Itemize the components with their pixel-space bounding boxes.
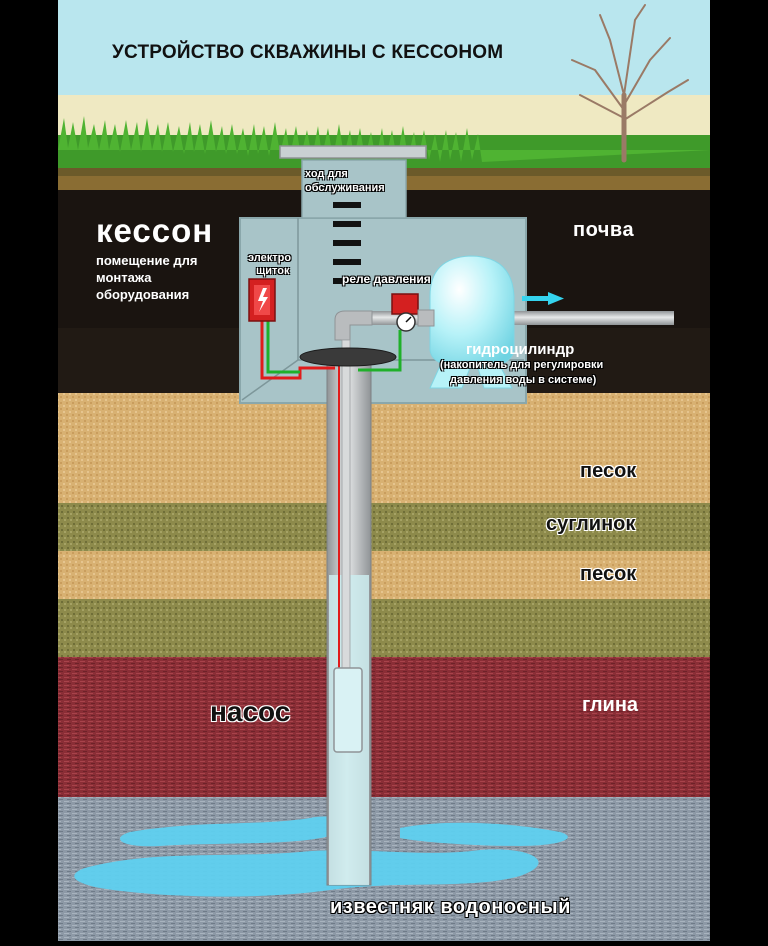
loam-layer (58, 503, 710, 551)
hatch-label-line-1: ход для (305, 168, 348, 180)
pressure-relay (391, 293, 419, 315)
lightning-icon (258, 288, 268, 312)
pump-label: насос (210, 696, 291, 727)
layer-label-aquifer: известняк водоносный (330, 896, 571, 918)
wiring (260, 320, 402, 380)
horizon (58, 95, 710, 135)
hydro-tank (417, 255, 515, 389)
pump-body (333, 667, 363, 753)
panel-label-line-2: щиток (256, 265, 290, 277)
diagram-title: УСТРОЙСТВО СКВАЖИНЫ С КЕССОНОМ (112, 42, 504, 63)
caisson-label: кессон (96, 212, 214, 249)
caisson-description-line-1: помещение для (96, 253, 198, 268)
tank-label: гидроцилиндр (466, 341, 575, 358)
caisson-description-line-2: монтажа (96, 270, 152, 285)
caisson-description-line-3: оборудования (96, 287, 190, 302)
layer-label-clay: глина (582, 694, 639, 716)
layer-label-soil: почва (573, 219, 635, 241)
electrical-panel (248, 278, 276, 322)
well-head (299, 347, 397, 367)
layer-label-sand-1: песок (580, 460, 637, 482)
ladder (333, 202, 361, 284)
sand-layer-1 (58, 393, 710, 503)
service-hatch (301, 159, 407, 219)
tree-icon (571, 4, 689, 163)
hatch-lid (279, 145, 427, 159)
arrow-right-icon (522, 292, 564, 305)
tank-note-line-2: давления воды в системе) (450, 374, 597, 386)
clay-layer (58, 657, 710, 797)
tank-note-line-1: (накопитель для регулировки (440, 359, 604, 371)
pressure-gauge-icon (396, 312, 416, 332)
layer-label-loam: суглинок (546, 513, 636, 535)
layer-label-sand-2: песок (580, 563, 637, 585)
aquifer-water (74, 816, 568, 897)
loam-layer-2 (58, 599, 710, 657)
sand-layer-2 (58, 551, 710, 599)
drop-pipe (341, 339, 351, 671)
hatch-label-line-2: обслуживания (305, 182, 385, 194)
panel-label-line-1: электро (248, 252, 292, 264)
relay-label: реле давления (342, 272, 431, 286)
pipe-elbow (334, 310, 373, 341)
